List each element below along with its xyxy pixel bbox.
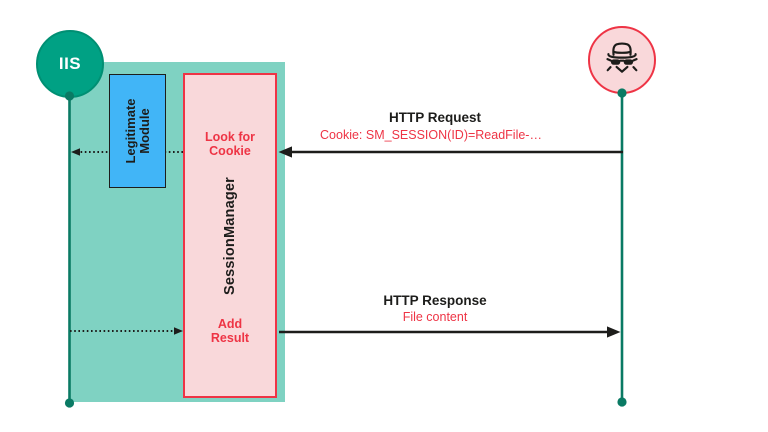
spy-hat-band	[613, 50, 631, 54]
spy-glasses-temple-left	[606, 58, 613, 62]
spy-glasses-right	[623, 59, 634, 65]
spy-collar-left	[606, 66, 612, 72]
spy-icon	[606, 42, 638, 73]
dotted-arrowhead-right-icon	[174, 327, 183, 335]
sessionmanager-box: Look for Cookie SessionManager Add Resul…	[183, 73, 277, 398]
spy-collar-right	[632, 66, 638, 72]
look-for-cookie-label: Look for Cookie	[205, 130, 255, 158]
iis-actor: IIS	[36, 30, 104, 98]
http-request-detail: Cookie: SM_SESSION(ID)=ReadFile-…	[320, 128, 542, 142]
legitimate-module-label: Legitimate Module	[122, 98, 152, 164]
http-response-title: HTTP Response	[383, 293, 487, 308]
add-result-label: Add Result	[210, 317, 250, 345]
spy-hat-brim	[607, 53, 637, 59]
attacker-actor	[588, 26, 656, 94]
spy-hat-crown	[612, 42, 632, 56]
http-request-title: HTTP Request	[388, 110, 482, 125]
spy-glasses-temple-right	[631, 58, 638, 62]
spy-chin	[615, 65, 629, 73]
iis-actor-label: IIS	[58, 54, 82, 73]
sessionmanager-label: SessionManager	[222, 176, 238, 295]
http-response-detail: File content	[402, 310, 468, 324]
dotted-arrowhead-left-icon	[71, 148, 80, 156]
spy-glasses-left	[610, 59, 621, 65]
legitimate-module-box: Legitimate Module	[109, 74, 166, 188]
